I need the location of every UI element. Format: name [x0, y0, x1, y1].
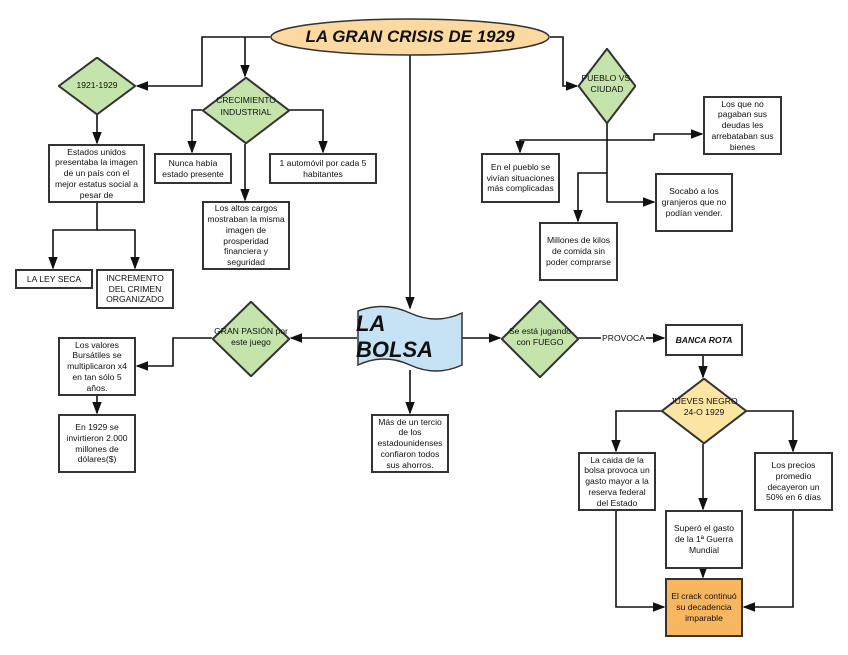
box-savings: Más de un tercio de los estadounidenses … [371, 414, 449, 473]
box-cars: 1 automóvil por cada 5 habitantes [269, 153, 377, 184]
diamond-years: 1921-1929 [58, 57, 136, 115]
diamond-fire: Se está jugando con FUEGO [501, 300, 579, 378]
diamond-passion: GRAN PASIÓN por este juego [212, 301, 290, 377]
box-high-positions: Los altos cargos mostraban la misma imag… [202, 201, 290, 270]
box-farmers: Socabó a los granjeros que no podían ven… [655, 173, 733, 232]
box-no-state: Nunca había estado presente [154, 153, 232, 184]
box-fall: La caida de la bolsa provoca un gasto ma… [578, 452, 656, 511]
banner-shape [357, 305, 463, 372]
box-invested: En 1929 se invirtieron 2.000 millones de… [58, 414, 136, 473]
box-war: Superó el gasto de la 1ª Guerra Mundial [665, 510, 743, 569]
box-debts: Los que no pagaban sus deudas les arreba… [703, 96, 782, 155]
box-usa-image: Estados unidos presentaba la imagen de u… [48, 144, 145, 203]
box-town: En el pueblo se vivían situaciones más c… [481, 153, 560, 203]
box-crime: INCREMENTO DEL CRIMEN ORGANIZADO [96, 269, 174, 309]
title-text: LA GRAN CRISIS DE 1929 [305, 27, 515, 46]
provoca-label: PROVOCA [601, 333, 646, 343]
box-prices: Los precios promedio decayeron un 50% en… [754, 452, 833, 511]
box-food: Millones de kilos de comida sin poder co… [539, 222, 618, 281]
box-values: Los valores Bursátiles se multiplicaron … [58, 337, 136, 396]
diamond-black-thursday: JUEVES NEGRO 24-O 1929 [661, 378, 747, 444]
title-node: LA GRAN CRISIS DE 1929 [270, 18, 550, 56]
box-dry-law: LA LEY SECA [15, 269, 93, 289]
box-bank: BANCA ROTA [665, 324, 743, 356]
bolsa-node: LA BOLSA [356, 305, 464, 373]
diamond-town-city: PUEBLO VS. CIUDAD [578, 48, 636, 124]
ellipse-shape [270, 18, 550, 56]
box-crack: El crack continuó su decadencia imparabl… [665, 578, 743, 637]
diamond-growth: CRECIMIENTO INDUSTRIAL [202, 77, 290, 144]
